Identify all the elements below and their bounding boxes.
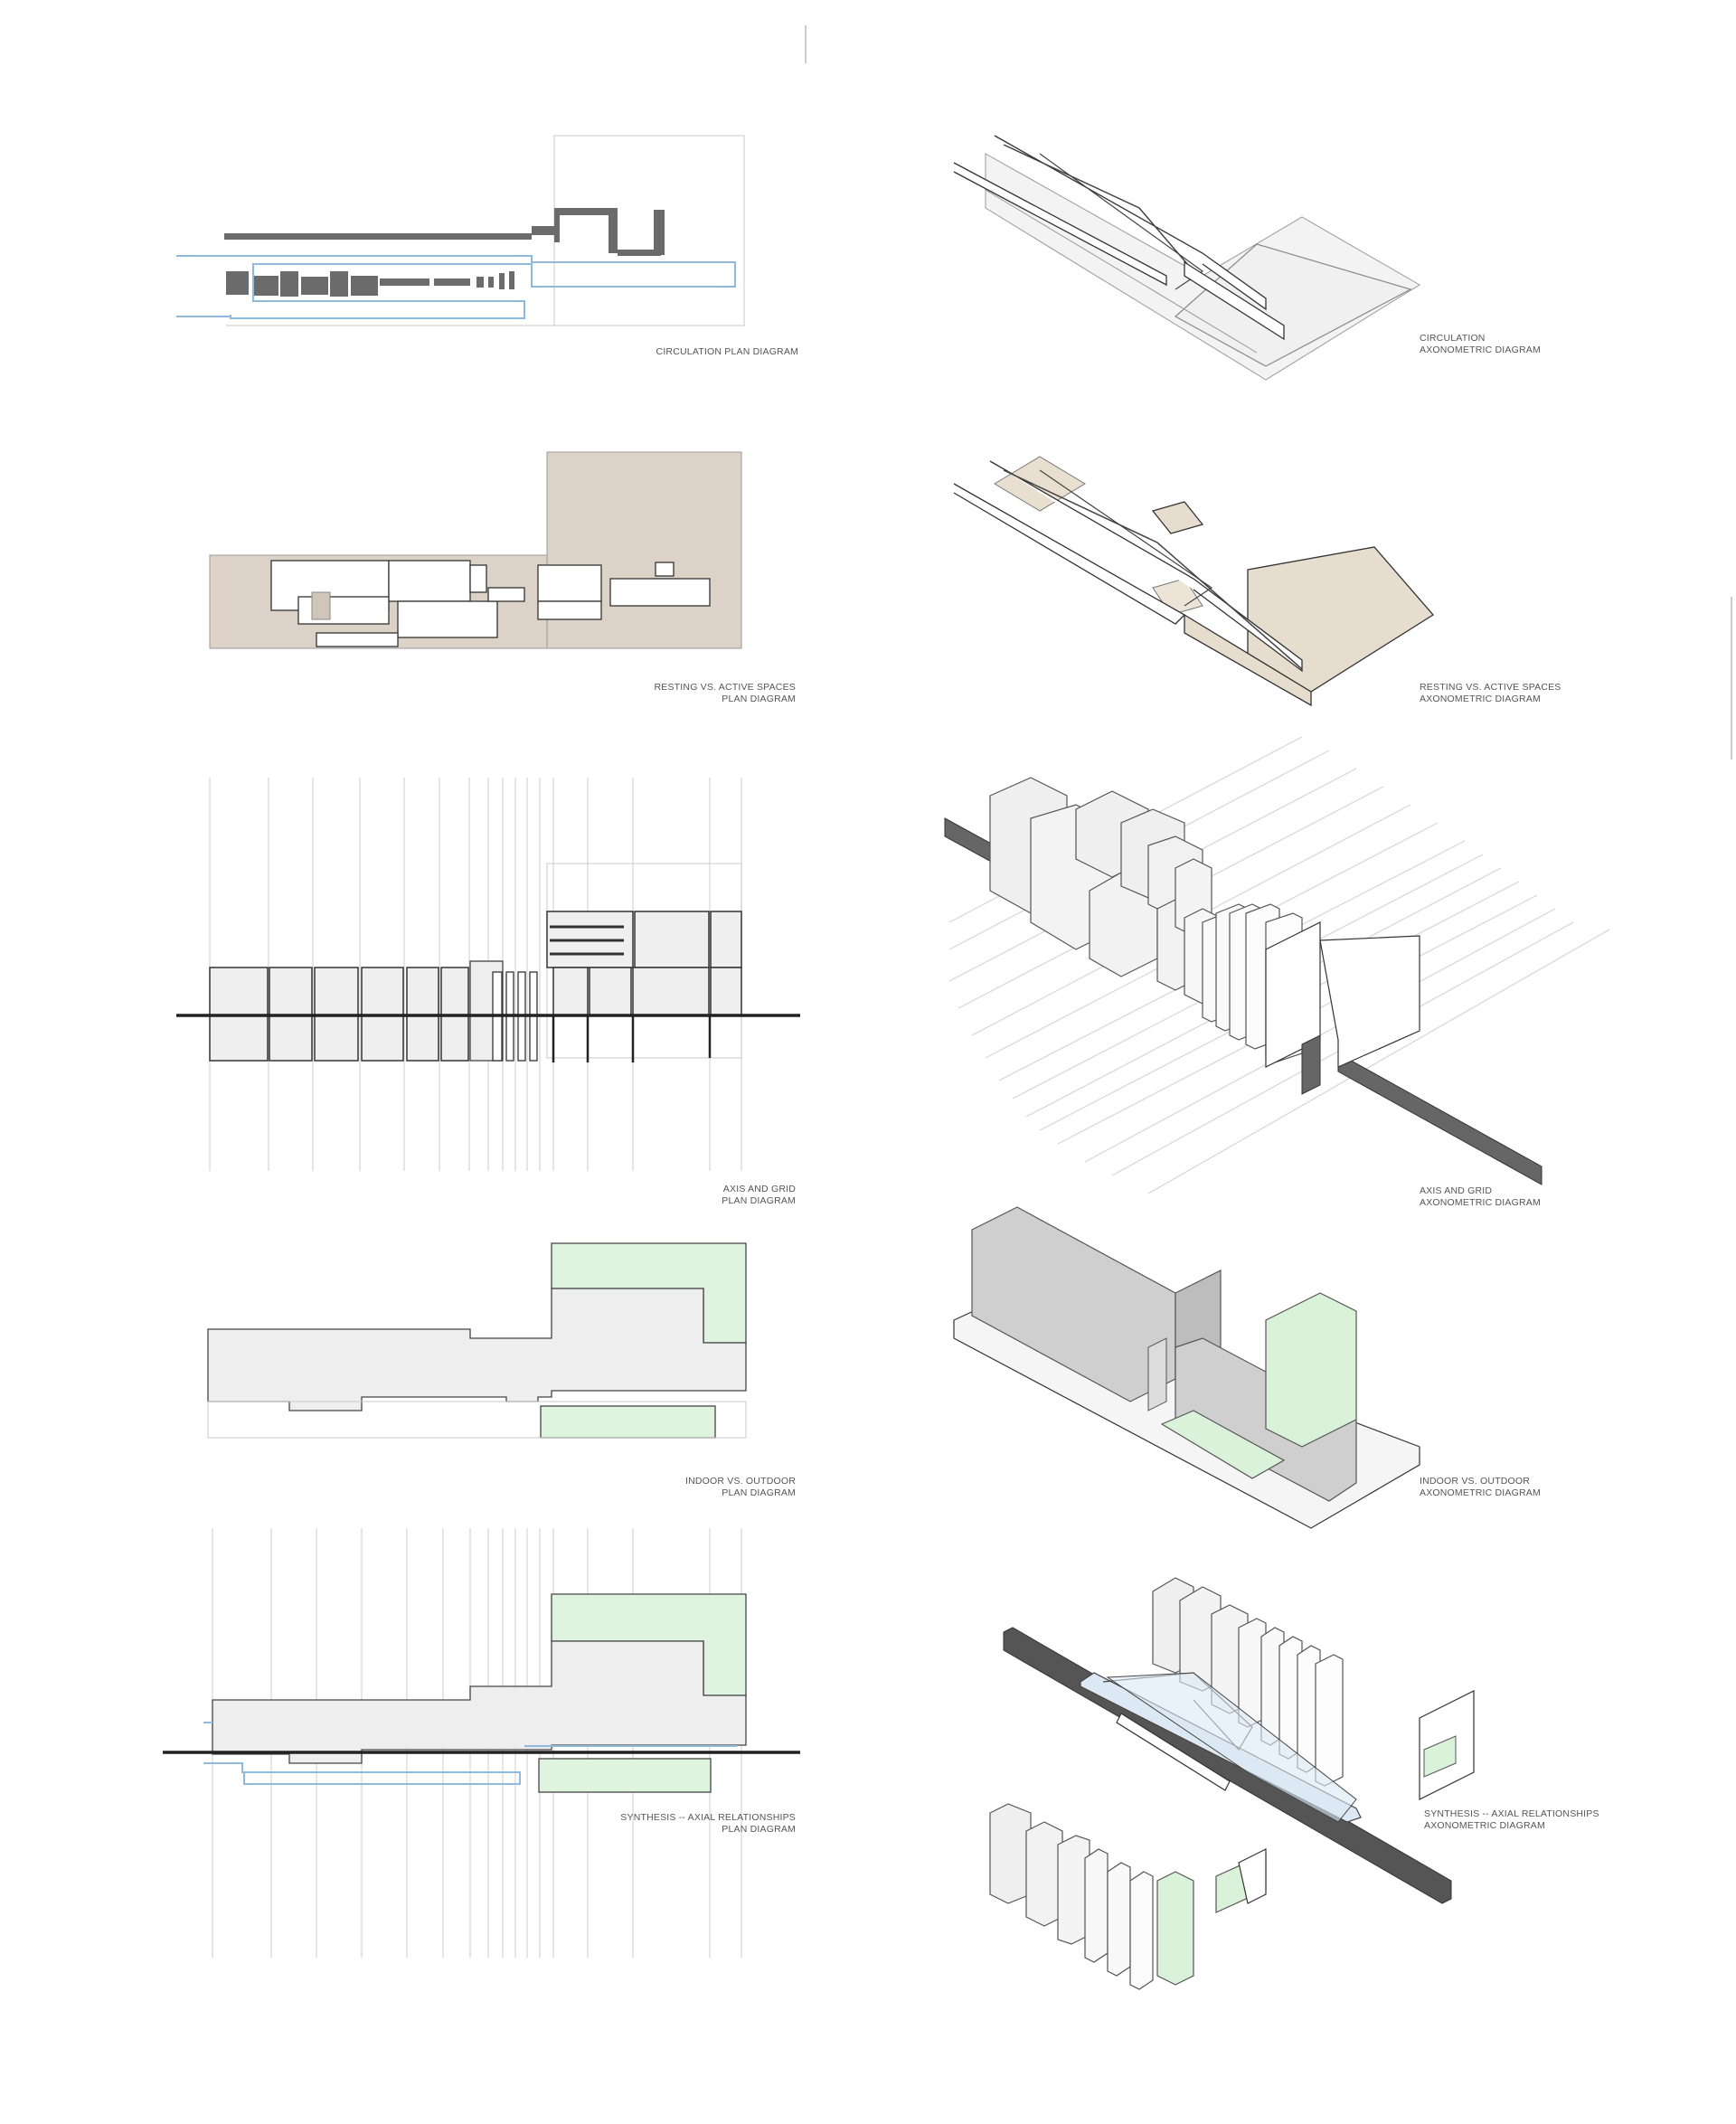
axo-slab bbox=[1174, 243, 1412, 367]
axis-grid-plan-diagram: AXIS AND GRID PLAN DIAGRAM bbox=[176, 778, 800, 1206]
label-indoor-plan-2: PLAN DIAGRAM bbox=[722, 1487, 796, 1498]
label-resting-axo-2: AXONOMETRIC DIAGRAM bbox=[1420, 694, 1541, 704]
label-circulation-plan: CIRCULATION PLAN DIAGRAM bbox=[656, 346, 798, 357]
synthesis-axonometric-diagram: SYNTHESIS -- AXIAL RELATIONSHIPS AXONOME… bbox=[989, 1577, 1599, 1990]
outdoor-zone-axo-top bbox=[1265, 1292, 1357, 1448]
synthesis-circulation bbox=[203, 1722, 521, 1785]
wall bbox=[224, 233, 532, 240]
label-resting-plan-1: RESTING VS. ACTIVE SPACES bbox=[654, 682, 796, 693]
resting-plan-diagram: RESTING VS. ACTIVE SPACES PLAN DIAGRAM bbox=[209, 451, 796, 704]
axis-beam-right bbox=[1337, 1053, 1543, 1185]
label-synthesis-plan-2: PLAN DIAGRAM bbox=[722, 1824, 796, 1835]
label-resting-plan-2: PLAN DIAGRAM bbox=[722, 694, 796, 704]
label-resting-axo-1: RESTING VS. ACTIVE SPACES bbox=[1420, 682, 1561, 693]
indoor-mass bbox=[207, 1288, 747, 1411]
label-synthesis-plan-1: SYNTHESIS -- AXIAL RELATIONSHIPS bbox=[620, 1812, 796, 1823]
label-axis-plan-2: PLAN DIAGRAM bbox=[722, 1195, 796, 1206]
outdoor-zone-bottom bbox=[540, 1405, 716, 1439]
label-circulation-axo-1: CIRCULATION bbox=[1420, 333, 1486, 344]
synthesis-mass bbox=[212, 1640, 747, 1764]
label-circulation-axo-2: AXONOMETRIC DIAGRAM bbox=[1420, 345, 1541, 355]
outdoor-zone-axo-bottom bbox=[1160, 1410, 1286, 1479]
site-outline bbox=[553, 135, 745, 326]
resting-axonometric-diagram: RESTING VS. ACTIVE SPACES AXONOMETRIC DI… bbox=[953, 456, 1561, 707]
axis-grid-axonometric-diagram: AXIS AND GRID AXONOMETRIC DIAGRAM bbox=[944, 736, 1610, 1208]
label-synthesis-axo-1: SYNTHESIS -- AXIAL RELATIONSHIPS bbox=[1424, 1808, 1599, 1819]
label-indoor-plan-1: INDOOR VS. OUTDOOR bbox=[685, 1476, 796, 1487]
label-axis-axo-1: AXIS AND GRID bbox=[1420, 1185, 1492, 1196]
label-axis-axo-2: AXONOMETRIC DIAGRAM bbox=[1420, 1197, 1541, 1208]
axis-beam-left bbox=[944, 817, 995, 864]
label-indoor-axo-2: AXONOMETRIC DIAGRAM bbox=[1420, 1487, 1541, 1498]
circulation-plan-diagram: CIRCULATION PLAN DIAGRAM bbox=[176, 135, 798, 357]
label-synthesis-axo-2: AXONOMETRIC DIAGRAM bbox=[1424, 1820, 1545, 1831]
circulation-axonometric-diagram: CIRCULATION AXONOMETRIC DIAGRAM bbox=[953, 135, 1541, 381]
indoor-outdoor-plan-diagram: INDOOR VS. OUTDOOR PLAN DIAGRAM bbox=[207, 1242, 796, 1498]
synthesis-plan-diagram: SYNTHESIS -- AXIAL RELATIONSHIPS PLAN DI… bbox=[163, 1528, 800, 1958]
indoor-outdoor-axonometric-diagram: INDOOR VS. OUTDOOR AXONOMETRIC DIAGRAM bbox=[953, 1206, 1541, 1529]
circulation-path bbox=[176, 255, 533, 319]
circulation-loop bbox=[531, 261, 736, 288]
label-indoor-axo-1: INDOOR VS. OUTDOOR bbox=[1420, 1476, 1530, 1487]
label-axis-plan-1: AXIS AND GRID bbox=[723, 1184, 796, 1194]
